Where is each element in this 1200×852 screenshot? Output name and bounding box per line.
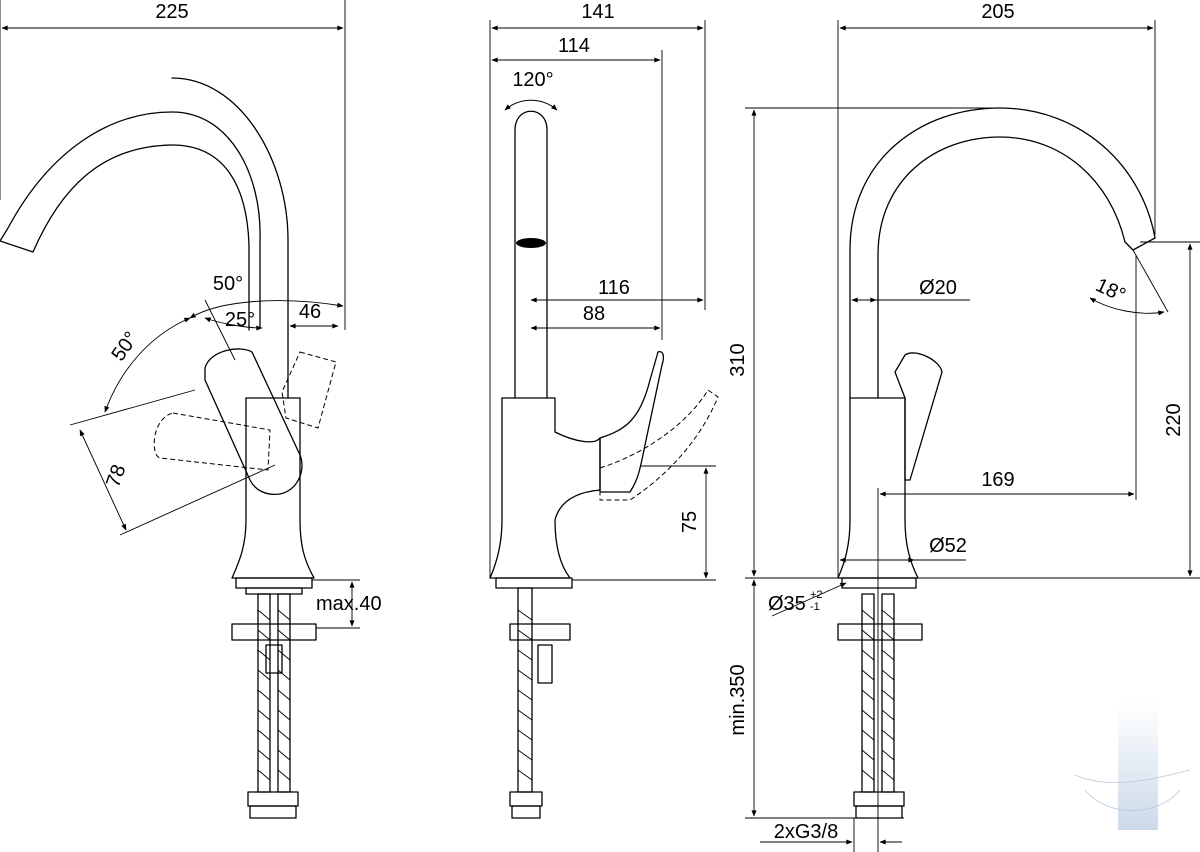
back-outlet: [1124, 237, 1156, 251]
watermark-logo: [1074, 700, 1191, 830]
dim-front-max-deck: max.40: [316, 593, 382, 615]
back-spout-outer: [849, 107, 1156, 399]
dim-back-connection: 2xG3/8: [774, 821, 838, 843]
back-view: 205 310 Ø20 18° 220 169 Ø52 Ø35 +2 -1 mi…: [727, 1, 1200, 852]
dim-back-outlet-height: 220: [1163, 403, 1185, 436]
dim-back-spout-projection: 169: [981, 469, 1014, 491]
dim-front-lever-length: 78: [102, 462, 130, 490]
front-spout-outline: [0, 111, 261, 331]
back-hoses: [853, 593, 905, 819]
dim-front-width: 225: [155, 1, 188, 23]
dim-side-depth: 141: [581, 1, 614, 23]
dim-side-swivel: 120°: [512, 69, 553, 91]
back-lever: [894, 352, 943, 481]
dim-front-lever-angle-top: 50°: [213, 273, 243, 295]
back-mount-plate: [837, 623, 923, 641]
front-view: 225 50° 25° 46 50° 78 max.40: [0, 0, 382, 819]
dim-side-lever-reach: 116: [598, 277, 630, 299]
dim-back-total-height: 310: [727, 343, 749, 376]
side-lever: [599, 350, 665, 493]
dim-back-hole-diameter: Ø35: [768, 593, 806, 615]
side-hoses: [509, 587, 543, 819]
dim-front-lever-angle-side: 50°: [107, 328, 142, 365]
dim-side-reach: 114: [558, 35, 590, 57]
back-base-ring: [841, 577, 917, 589]
front-spout-outline-outer: [171, 77, 289, 399]
front-hoses: [247, 593, 299, 819]
front-base-nut: [245, 587, 303, 595]
side-spout: [514, 110, 548, 399]
side-aerator: [516, 238, 546, 248]
dim-back-width: 205: [981, 1, 1014, 23]
side-mount-plate: [509, 623, 571, 641]
side-base-ring: [495, 577, 573, 589]
side-body: [489, 397, 601, 579]
front-body: [231, 397, 315, 579]
dim-back-spout-diameter: Ø20: [919, 277, 957, 299]
dim-back-hole-tol-minus: -1: [810, 601, 820, 613]
back-spout-inner: [877, 136, 1126, 399]
dim-back-hole-tol-plus: +2: [810, 589, 823, 601]
dim-side-lever-height: 75: [679, 511, 701, 533]
dim-back-base-diameter: Ø52: [929, 535, 967, 557]
front-lever-ghost-right: [281, 351, 337, 429]
front-lever-ghost-left: [153, 412, 271, 471]
dim-front-lever-offset: 46: [299, 301, 321, 323]
dim-back-hose-length: min.350: [727, 664, 749, 735]
side-view: 141 114 120° 116 88 75: [489, 1, 719, 819]
side-threaded-rod: [537, 644, 553, 684]
side-lever-ghost: [599, 389, 719, 501]
dim-side-lever-reach-inner: 88: [583, 303, 605, 325]
front-threaded-rod: [265, 644, 283, 674]
front-mount-plate: [231, 623, 317, 641]
dim-front-lever-angle-half: 25°: [225, 309, 255, 331]
front-base-ring: [235, 577, 313, 589]
